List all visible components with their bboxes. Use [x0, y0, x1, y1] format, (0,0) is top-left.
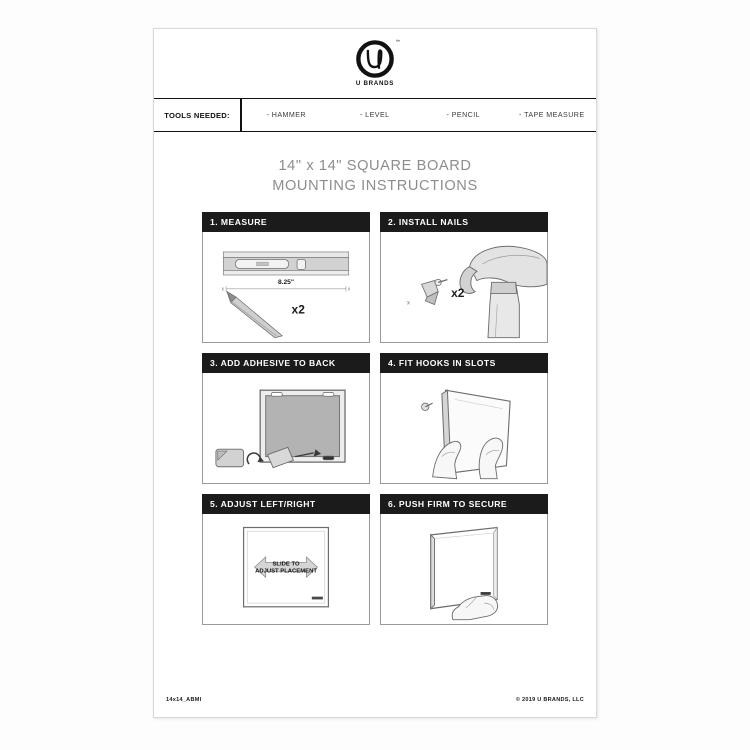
brand-wordmark: U BRANDS: [355, 80, 395, 87]
page-title: 14" x 14" SQUARE BOARD MOUNTING INSTRUCT…: [154, 132, 596, 212]
step-panel-3: 3. ADD ADHESIVE TO BACK: [202, 353, 370, 485]
step-3-illustration: [202, 373, 370, 485]
tool-item-level: - LEVEL: [359, 111, 390, 119]
step-5-heading: 5. ADJUST LEFT/RIGHT: [202, 494, 370, 515]
step-panel-4: 4. FIT HOOKS IN SLOTS: [380, 353, 548, 485]
tools-needed-row: TOOLS NEEDED: - HAMMER - LEVEL - PENCIL …: [154, 98, 596, 132]
slide-arrow-line-1: SLIDE TO: [272, 562, 299, 568]
step-4-heading: 4. FIT HOOKS IN SLOTS: [380, 353, 548, 374]
title-line-2: MOUNTING INSTRUCTIONS: [272, 178, 478, 195]
step-5-illustration: SLIDE TO ADJUST PLACEMENT: [202, 514, 370, 626]
step-1-heading: 1. MEASURE: [202, 212, 370, 233]
brand-logo: ™ U BRANDS: [355, 39, 400, 87]
step-4-illustration: [380, 373, 548, 485]
svg-text:8.25": 8.25": [278, 279, 294, 286]
tool-item-tape-measure: - TAPE MEASURE: [518, 111, 585, 119]
brand-header: ™ U BRANDS: [154, 29, 596, 99]
tool-item-pencil: - PENCIL: [446, 111, 481, 119]
tools-needed-label: TOOLS NEEDED:: [154, 98, 242, 132]
step-panel-6: 6. PUSH FIRM TO SECURE: [380, 494, 548, 626]
step-panel-1: 1. MEASURE 8.25": [202, 212, 370, 344]
step-panel-5: 5. ADJUST LEFT/RIGHT SLIDE TO ADJUST PLA…: [202, 494, 370, 626]
svg-text:x: x: [407, 300, 411, 307]
u-brands-circle-logo-icon: ™: [356, 39, 400, 78]
document-code: 14x14_ABMI: [166, 697, 202, 703]
sheet-footer: 14x14_ABMI © 2019 U BRANDS, LLC: [154, 683, 596, 717]
tools-list: - HAMMER - LEVEL - PENCIL - TAPE MEASURE: [242, 111, 596, 119]
step-2-heading: 2. INSTALL NAILS: [380, 212, 548, 233]
svg-text:x: x: [221, 287, 224, 293]
title-line-1: 14" x 14" SQUARE BOARD: [278, 158, 472, 174]
svg-text:x2: x2: [451, 286, 465, 300]
svg-text:x2: x2: [292, 303, 306, 317]
tool-item-hammer: - HAMMER: [266, 111, 306, 119]
trademark-symbol: ™: [395, 39, 400, 44]
step-2-illustration: x x2: [380, 232, 548, 344]
step-panel-2: 2. INSTALL NAILS: [380, 212, 548, 344]
instruction-sheet: ™ U BRANDS TOOLS NEEDED: - HAMMER - LEVE…: [153, 28, 597, 718]
step-1-illustration: 8.25" x x x2: [202, 232, 370, 344]
slide-arrow-line-2: ADJUST PLACEMENT: [255, 569, 317, 575]
step-6-heading: 6. PUSH FIRM TO SECURE: [380, 494, 548, 515]
steps-grid: 1. MEASURE 8.25": [154, 212, 596, 626]
svg-text:x: x: [348, 287, 351, 293]
step-3-heading: 3. ADD ADHESIVE TO BACK: [202, 353, 370, 374]
copyright-notice: © 2019 U BRANDS, LLC: [515, 697, 584, 703]
step-6-illustration: [380, 514, 548, 626]
